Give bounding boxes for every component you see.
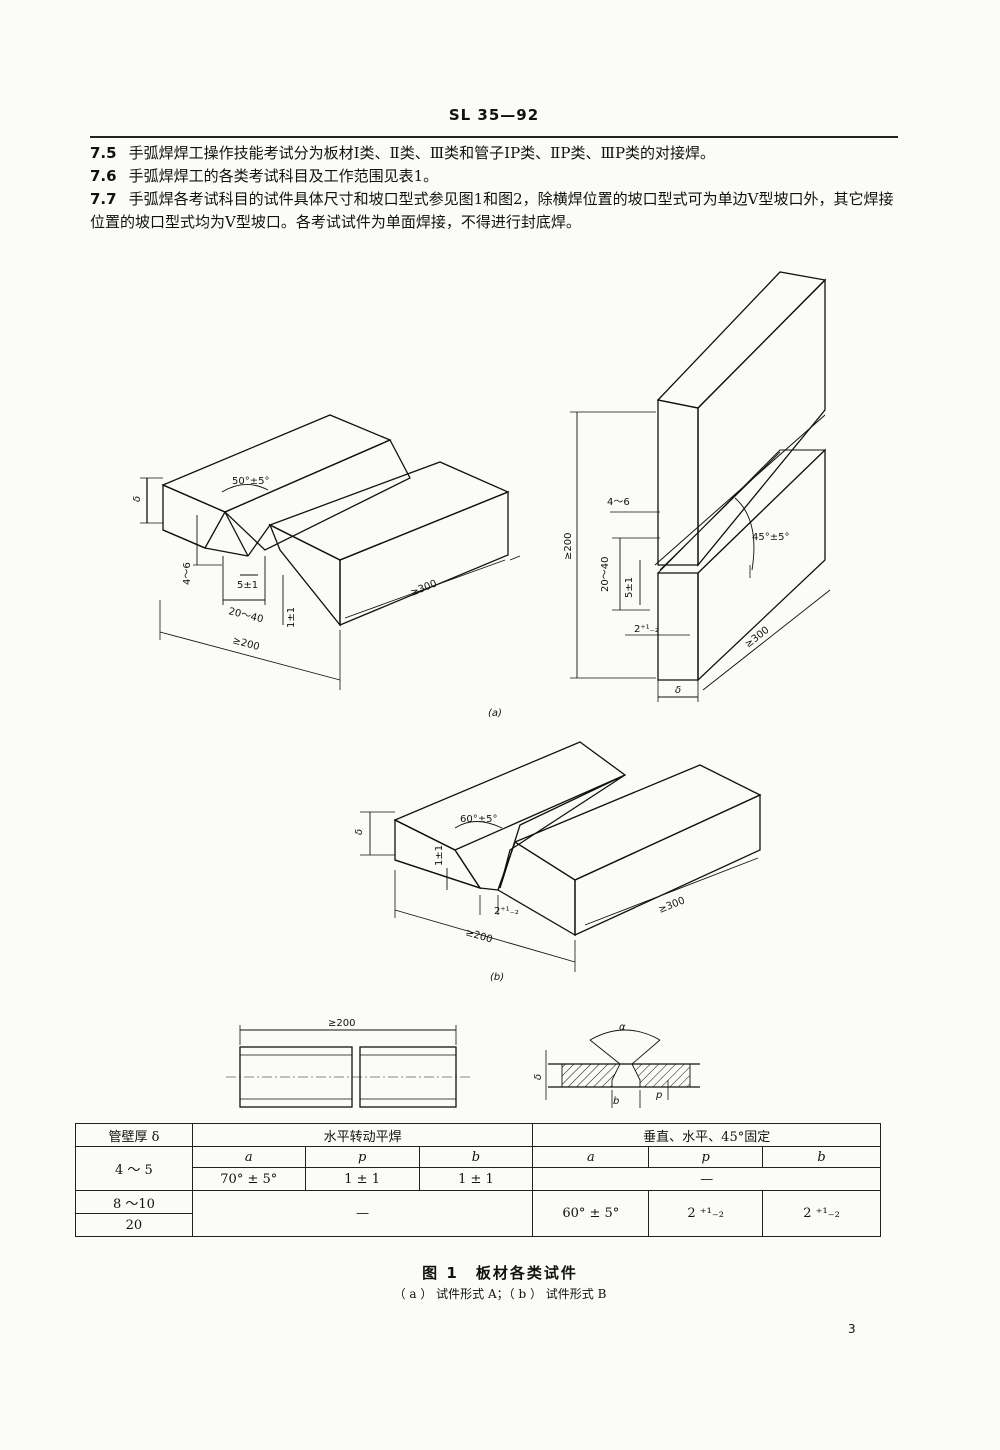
cell-angle-70: 70° ± 5° — [191, 1167, 306, 1191]
fig-b-delta: δ — [354, 829, 365, 835]
pipe-p: p — [655, 1090, 662, 1101]
fig-a-right-thick: 4～6 — [607, 497, 630, 508]
row-thickness-4-5: 4 ～ 5 — [75, 1146, 193, 1191]
page-header: SL 35—92 — [90, 102, 898, 138]
fig-b-root: 1±1 — [434, 845, 445, 866]
page-number: 3 — [848, 1322, 856, 1336]
header-wall-thickness: 管壁厚 δ — [75, 1123, 193, 1147]
standard-code: SL 35—92 — [448, 106, 540, 124]
sub-p-fixed: p — [648, 1146, 764, 1168]
fig-a-label: (a) — [488, 708, 502, 719]
fig-b-gap: 2⁺¹₋₂ — [494, 906, 519, 917]
figure-caption: 图 1 板材各类试件 — [422, 1264, 578, 1282]
fig-b-len300: ≥300 — [657, 895, 687, 915]
fig-a-left-len300: ≥300 — [409, 578, 439, 598]
fig-b-angle: 60°±5° — [460, 814, 497, 825]
clause-number: 7.6 — [90, 167, 117, 185]
clause-text: 手弧焊焊工的各类考试科目及工作范围见表1。 — [128, 167, 439, 185]
fig-a-left-width: 20～40 — [227, 606, 264, 625]
fig-a-right-root: 5±1 — [624, 577, 635, 598]
sub-b: b — [418, 1146, 534, 1168]
specimen-b — [360, 741, 762, 972]
fig-a-left-angle: 50°±5° — [232, 476, 269, 487]
paragraph-7-5: 7.5 手弧焊焊工操作技能考试分为板材Ⅰ类、Ⅱ类、Ⅲ类和管子ⅠP类、ⅡP类、ⅢP类… — [90, 142, 898, 165]
cell-dash-fixed: — — [532, 1167, 881, 1191]
fig-a-left-gap: 1±1 — [286, 607, 297, 628]
pipe-b: b — [613, 1096, 619, 1107]
fig-a-left-delta: δ — [132, 496, 143, 502]
sub-a-fixed: a — [532, 1146, 650, 1168]
paragraph-7-6: 7.6 手弧焊焊工的各类考试科目及工作范围见表1。 — [90, 165, 898, 188]
body-text: 7.5 手弧焊焊工操作技能考试分为板材Ⅰ类、Ⅱ类、Ⅲ类和管子ⅠP类、ⅡP类、ⅢP类… — [90, 142, 898, 234]
clause-number: 7.5 — [90, 144, 117, 162]
sub-b-fixed: b — [762, 1146, 881, 1168]
cell-p-1: 1 ± 1 — [304, 1167, 420, 1191]
fig-a-left-root: 5±1 — [237, 580, 258, 591]
cell-angle-60: 60° ± 5° — [532, 1190, 650, 1237]
pipe-alpha: α — [619, 1022, 626, 1033]
cell-p-2: 2 ⁺¹₋₂ — [648, 1190, 764, 1237]
pipe-length: ≥200 — [328, 1018, 355, 1029]
clause-text: 手弧焊各考试科目的试件具体尺寸和坡口型式参见图1和图2，除横焊位置的坡口型式可为… — [90, 190, 894, 231]
cell-b-2: 2 ⁺¹₋₂ — [762, 1190, 881, 1237]
pipe-groove-section — [545, 1029, 700, 1108]
fig-a-left-len200: ≥200 — [231, 635, 260, 653]
cell-b-1: 1 ± 1 — [418, 1167, 534, 1191]
row-thickness-8-10: 8 ～10 — [75, 1190, 193, 1214]
clause-number: 7.7 — [90, 190, 117, 208]
clause-text: 手弧焊焊工操作技能考试分为板材Ⅰ类、Ⅱ类、Ⅲ类和管子ⅠP类、ⅡP类、ⅢP类的对接… — [128, 144, 716, 162]
pipe-delta: δ — [533, 1074, 544, 1080]
cell-dash-horizontal: — — [191, 1190, 534, 1237]
fig-b-len200: ≥200 — [464, 927, 493, 945]
fig-b-label: (b) — [490, 972, 504, 983]
fig-a-right-delta: δ — [675, 685, 681, 696]
fig-a-right-width: 20～40 — [600, 557, 611, 592]
fig-a-right-len300: ≥300 — [743, 625, 771, 651]
fig-a-right-height: ≥200 — [563, 533, 574, 560]
header-horizontal-rotation: 水平转动平焊 — [191, 1123, 534, 1147]
pipe-parameter-table: 管壁厚 δ 水平转动平焊 垂直、水平、45°固定 4 ～ 5 a p b a p… — [75, 1123, 881, 1237]
fig-a-right-gap: 2⁺¹₋₂ — [634, 624, 659, 635]
sub-a: a — [191, 1146, 306, 1168]
fig-a-left-thick: 4～6 — [182, 562, 193, 585]
row-thickness-20: 20 — [75, 1213, 193, 1237]
pipe-specimen — [226, 1025, 472, 1108]
fig-a-right-angle: 45°±5° — [752, 532, 789, 543]
specimen-a-vertical — [570, 271, 831, 702]
figure-subcaption: （ a ） 试件形式 A；（ b ） 试件形式 B — [393, 1287, 607, 1301]
sub-p: p — [304, 1146, 420, 1168]
specimen-a-horizontal — [140, 414, 521, 690]
header-fixed-positions: 垂直、水平、45°固定 — [532, 1123, 881, 1147]
